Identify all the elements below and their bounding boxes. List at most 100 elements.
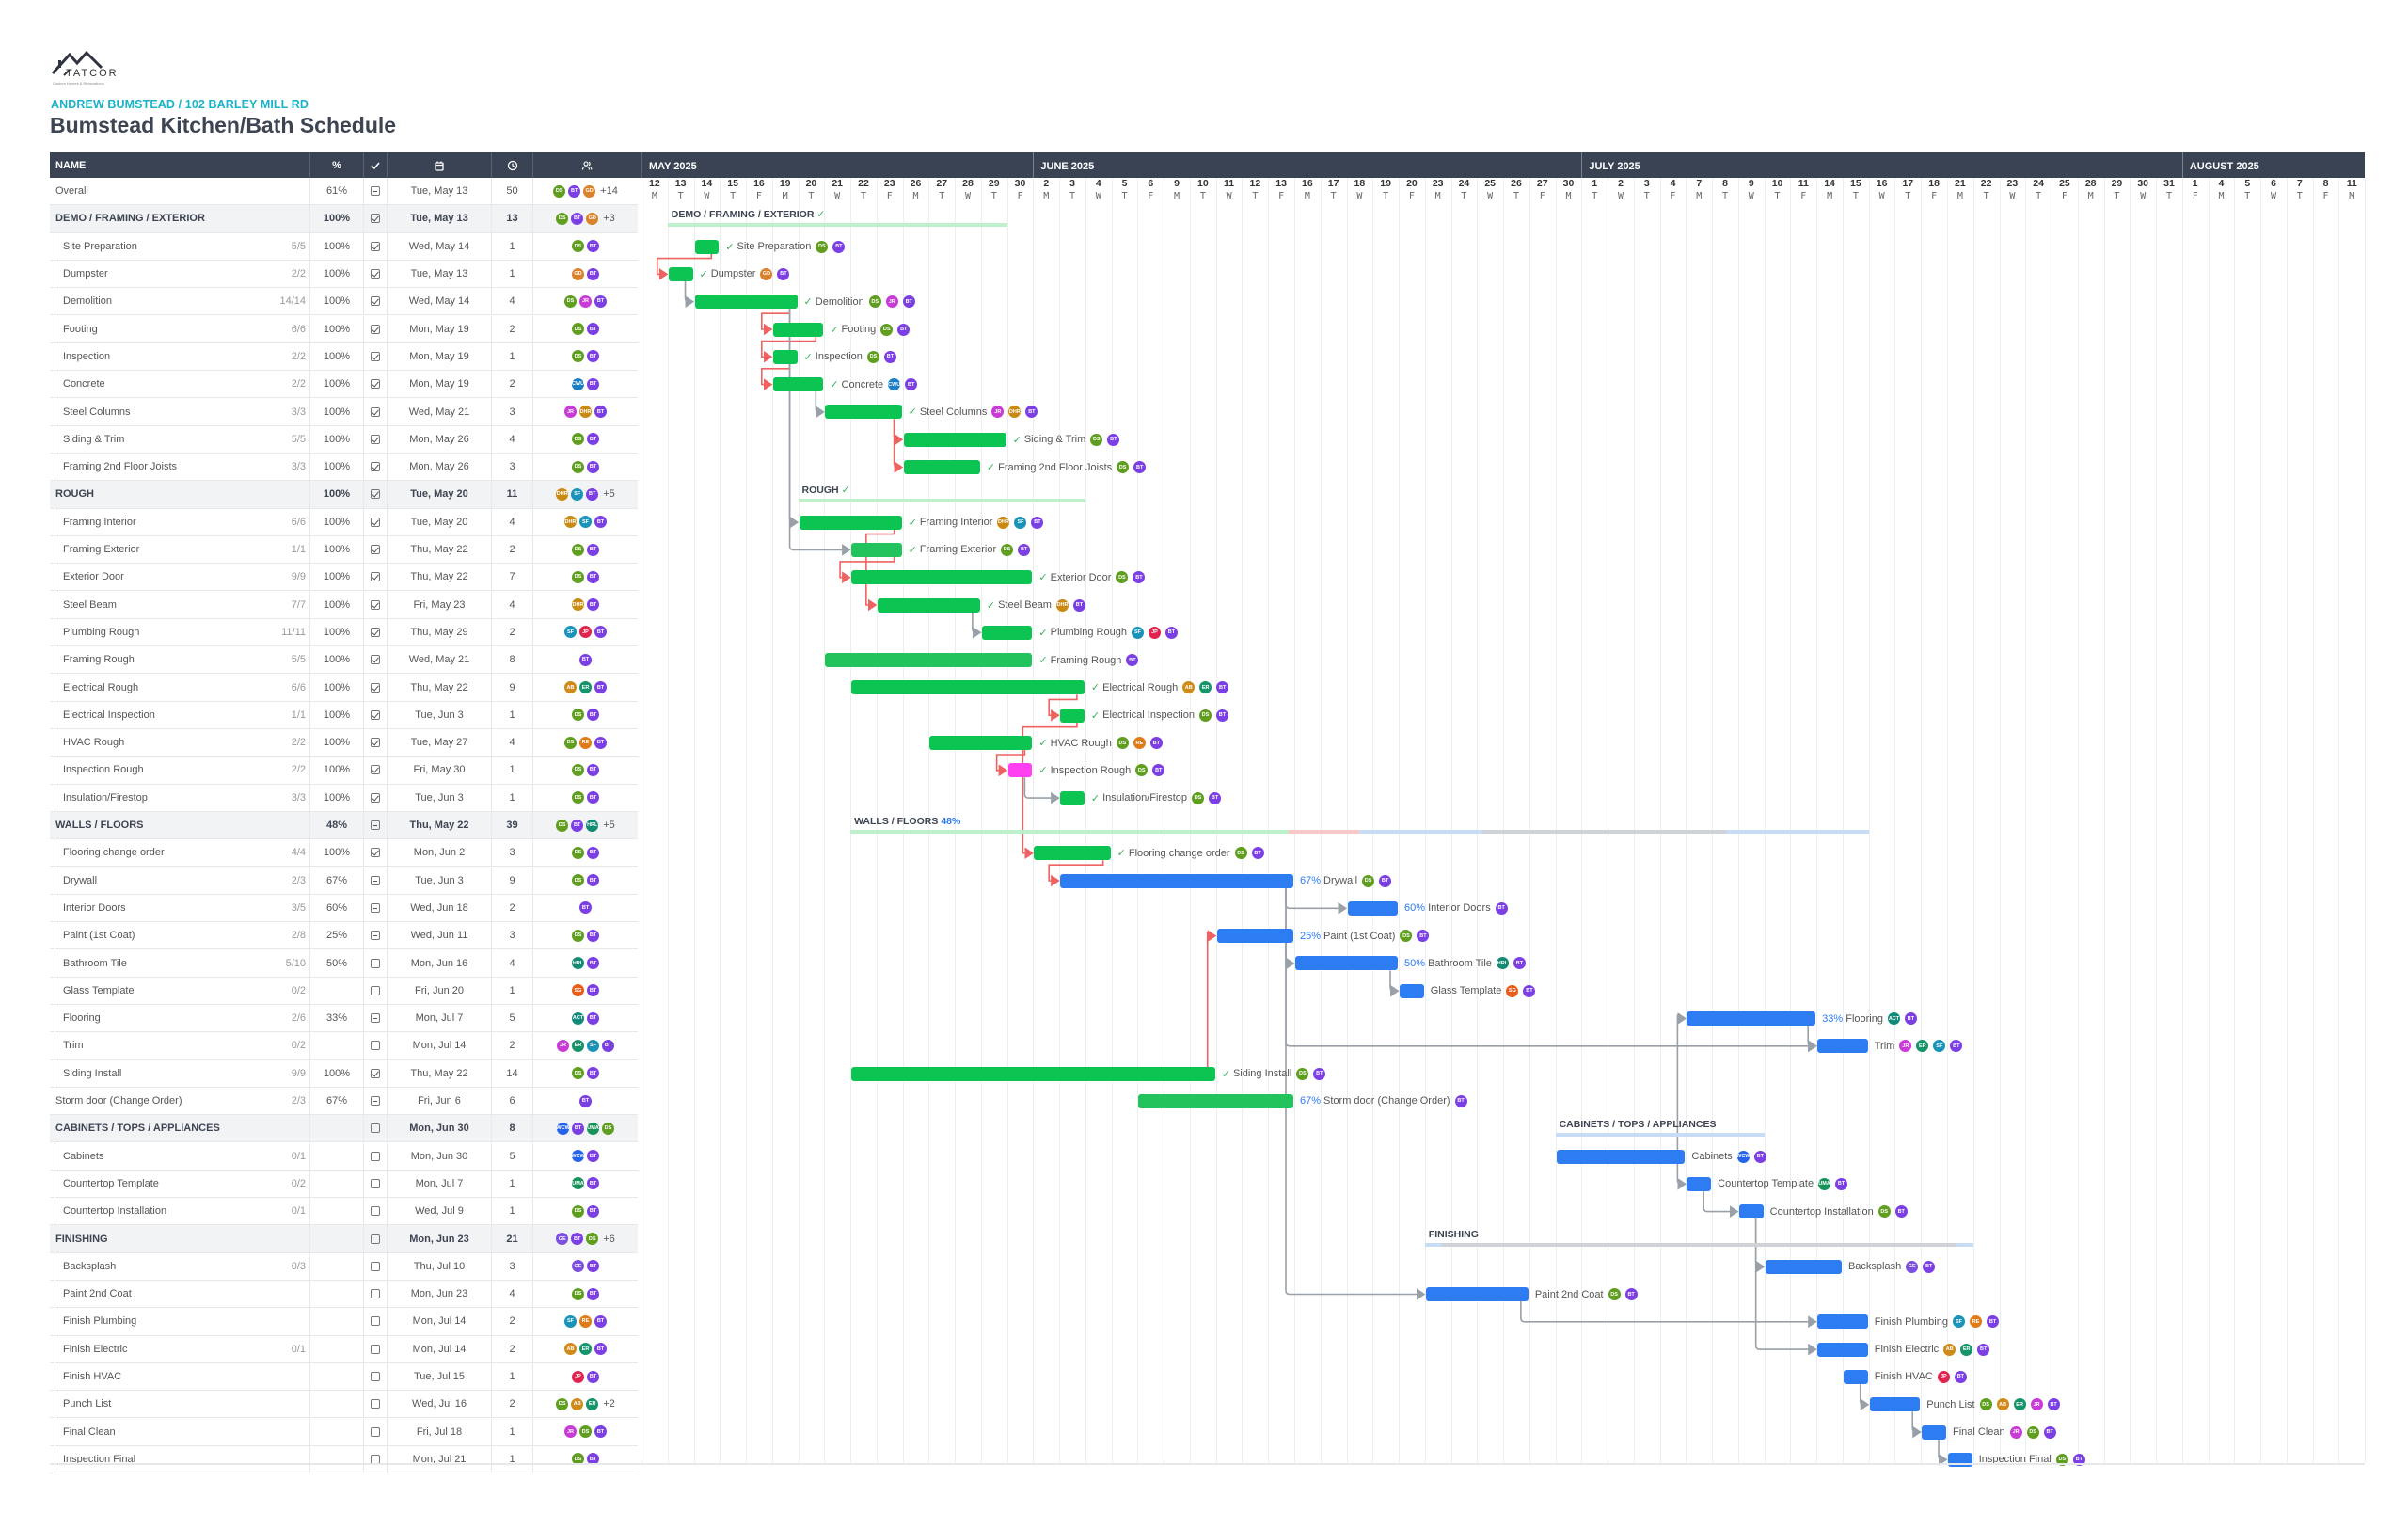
- task-bar-siding-install[interactable]: [851, 1066, 1215, 1081]
- complete-checkbox[interactable]: [371, 820, 380, 831]
- complete-checkbox[interactable]: [371, 269, 380, 279]
- task-bar-finish-electric[interactable]: [1817, 1342, 1868, 1357]
- complete-checkbox[interactable]: [371, 241, 380, 251]
- task-name[interactable]: Framing Interior: [63, 516, 136, 528]
- task-bar-flooring[interactable]: [1687, 1011, 1816, 1026]
- complete-checkbox[interactable]: [371, 1096, 380, 1107]
- task-name[interactable]: FINISHING: [55, 1233, 108, 1245]
- task-bar-final-clean[interactable]: [1922, 1425, 1946, 1440]
- complete-checkbox[interactable]: [371, 517, 380, 527]
- task-name[interactable]: CABINETS / TOPS / APPLIANCES: [55, 1123, 220, 1135]
- task-bar-framing-exterior[interactable]: [851, 542, 902, 557]
- task-bar-steel-columns[interactable]: [825, 405, 902, 420]
- task-name[interactable]: Framing Exterior: [63, 544, 140, 556]
- task-bar-siding-trim[interactable]: [903, 432, 1006, 447]
- column-header-date[interactable]: [388, 152, 492, 178]
- complete-checkbox[interactable]: [371, 1399, 380, 1410]
- complete-checkbox[interactable]: [371, 792, 380, 803]
- complete-checkbox[interactable]: [371, 682, 380, 693]
- task-bar-steel-beam[interactable]: [877, 597, 980, 613]
- task-bar-inspection-rough[interactable]: [1007, 763, 1033, 778]
- complete-checkbox[interactable]: [371, 572, 380, 582]
- complete-checkbox[interactable]: [371, 931, 380, 941]
- task-name[interactable]: DEMO / FRAMING / EXTERIOR: [55, 213, 205, 225]
- task-name[interactable]: Storm door (Change Order): [55, 1095, 182, 1107]
- task-bar-interior-doors[interactable]: [1347, 900, 1399, 916]
- complete-checkbox[interactable]: [371, 406, 380, 417]
- task-name[interactable]: Interior Doors: [63, 901, 126, 914]
- task-bar-paint-1st-coat[interactable]: [1216, 929, 1293, 944]
- complete-checkbox[interactable]: [371, 1178, 380, 1188]
- task-name[interactable]: Framing Rough: [63, 654, 135, 666]
- task-name[interactable]: Footing: [63, 323, 98, 335]
- task-name[interactable]: Flooring: [63, 1012, 101, 1025]
- complete-checkbox[interactable]: [371, 627, 380, 637]
- complete-checkbox[interactable]: [371, 545, 380, 555]
- complete-checkbox[interactable]: [371, 902, 380, 913]
- column-header-complete[interactable]: [364, 152, 388, 178]
- complete-checkbox[interactable]: [371, 1261, 380, 1271]
- task-bar-dumpster[interactable]: [668, 266, 693, 281]
- task-name[interactable]: Plumbing Rough: [63, 626, 140, 638]
- complete-checkbox[interactable]: [371, 1234, 380, 1244]
- task-bar-trim[interactable]: [1817, 1039, 1868, 1054]
- complete-checkbox[interactable]: [371, 1068, 380, 1078]
- task-bar-backsplash[interactable]: [1765, 1259, 1842, 1274]
- task-name[interactable]: Finish HVAC: [63, 1371, 122, 1383]
- complete-checkbox[interactable]: [371, 848, 380, 858]
- task-bar-framing-interior[interactable]: [799, 515, 902, 530]
- task-name[interactable]: Insulation/Firestop: [63, 791, 148, 804]
- task-bar-plumbing-rough[interactable]: [981, 625, 1033, 640]
- task-name[interactable]: Electrical Rough: [63, 681, 139, 693]
- task-name[interactable]: Final Clean: [63, 1425, 116, 1438]
- complete-checkbox[interactable]: [371, 655, 380, 665]
- task-name[interactable]: Backsplash: [63, 1260, 117, 1272]
- task-bar-footing[interactable]: [772, 322, 824, 337]
- task-bar-finish-plumbing[interactable]: [1817, 1314, 1868, 1330]
